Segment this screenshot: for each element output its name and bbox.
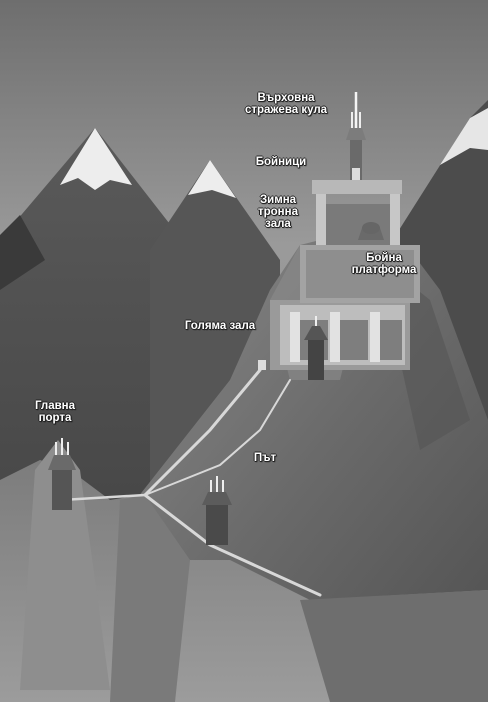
label-battle-platform: Бойна платформа: [344, 252, 424, 276]
winter-throne-hall-building: [300, 180, 420, 303]
label-path-line-1: Път: [253, 452, 277, 464]
label-path: Път: [240, 452, 290, 464]
label-main-gate-line-1: Главна: [34, 400, 76, 412]
label-summit-watchtower: Върховна стражева кула: [221, 92, 351, 116]
label-summit-line-1: Върховна: [257, 92, 315, 104]
label-winter-throne-hall: Зимна тронна зала: [250, 194, 306, 230]
label-main-gate-line-2: порта: [38, 412, 72, 424]
label-great-hall: Голяма зала: [165, 320, 275, 332]
label-main-gate: Главна порта: [20, 400, 90, 424]
label-summit-line-2: стражева кула: [244, 104, 328, 116]
label-winter-line-3: зала: [265, 218, 291, 230]
foreground-slopes: [0, 440, 488, 702]
label-loopholes-line-1: Бойници: [255, 156, 307, 168]
label-winter-line-1: Зимна: [259, 194, 297, 206]
label-great-hall-line-1: Голяма зала: [184, 320, 256, 332]
label-loopholes: Бойници: [245, 156, 317, 168]
label-battle-line-2: платформа: [351, 264, 417, 276]
main-gate-tower: [48, 438, 76, 510]
label-winter-line-2: тронна: [258, 206, 298, 218]
path-tower: [202, 476, 232, 545]
label-battle-line-1: Бойна: [366, 252, 402, 264]
summit-watchtower: [346, 92, 366, 180]
great-hall-building: [258, 300, 410, 380]
